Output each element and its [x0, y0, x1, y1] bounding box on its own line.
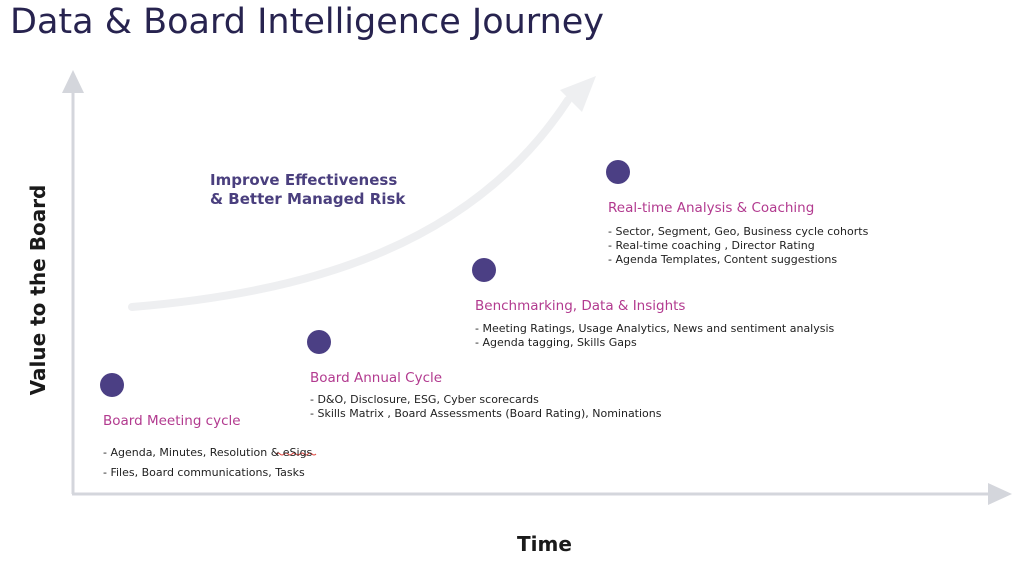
arrow-caption-line-2: & Better Managed Risk	[210, 190, 406, 208]
x-axis-label: Time	[517, 532, 572, 556]
stage-3-title: Benchmarking, Data & Insights	[475, 298, 686, 314]
y-axis-arrow-icon	[62, 70, 84, 93]
stage-3-dot	[472, 258, 496, 282]
x-axis-arrow-icon	[988, 483, 1012, 505]
stage-3-item: - Agenda tagging, Skills Gaps	[475, 336, 637, 349]
growth-arrow-head	[560, 76, 596, 112]
stage-3-items: - Meeting Ratings, Usage Analytics, News…	[475, 322, 834, 350]
stage-1-dot	[100, 373, 124, 397]
stage-1-item: - Agenda, Minutes, Resolution & eSigs	[103, 446, 313, 459]
y-axis-label: Value to the Board	[26, 184, 50, 396]
stage-1-items: - Agenda, Minutes, Resolution & eSigs - …	[103, 443, 312, 483]
arrow-caption-line-1: Improve Effectiveness	[210, 171, 398, 189]
stage-2-item: - D&O, Disclosure, ESG, Cyber scorecards	[310, 393, 539, 406]
stage-4-dot	[606, 160, 630, 184]
stage-1-item: - Files, Board communications, Tasks	[103, 466, 305, 479]
stage-2-items: - D&O, Disclosure, ESG, Cyber scorecards…	[310, 393, 661, 421]
growth-arrow	[128, 96, 572, 311]
arrow-caption: Improve Effectiveness & Better Managed R…	[210, 171, 405, 209]
stage-4-item: - Sector, Segment, Geo, Business cycle c…	[608, 225, 869, 238]
stage-4-title: Real-time Analysis & Coaching	[608, 200, 815, 216]
stage-2-dot	[307, 330, 331, 354]
stage-4-item: - Agenda Templates, Content suggestions	[608, 253, 838, 266]
page-title: Data & Board Intelligence Journey	[10, 2, 604, 42]
stage-1-title: Board Meeting cycle	[103, 413, 241, 429]
stage-4-item: - Real-time coaching , Director Rating	[608, 239, 815, 252]
stage-3-item: - Meeting Ratings, Usage Analytics, News…	[475, 322, 835, 335]
stage-4-items: - Sector, Segment, Geo, Business cycle c…	[608, 225, 868, 267]
stage-2-item: - Skills Matrix , Board Assessments (Boa…	[310, 407, 662, 420]
stage-2-title: Board Annual Cycle	[310, 370, 443, 386]
spellcheck-underline	[275, 452, 317, 456]
